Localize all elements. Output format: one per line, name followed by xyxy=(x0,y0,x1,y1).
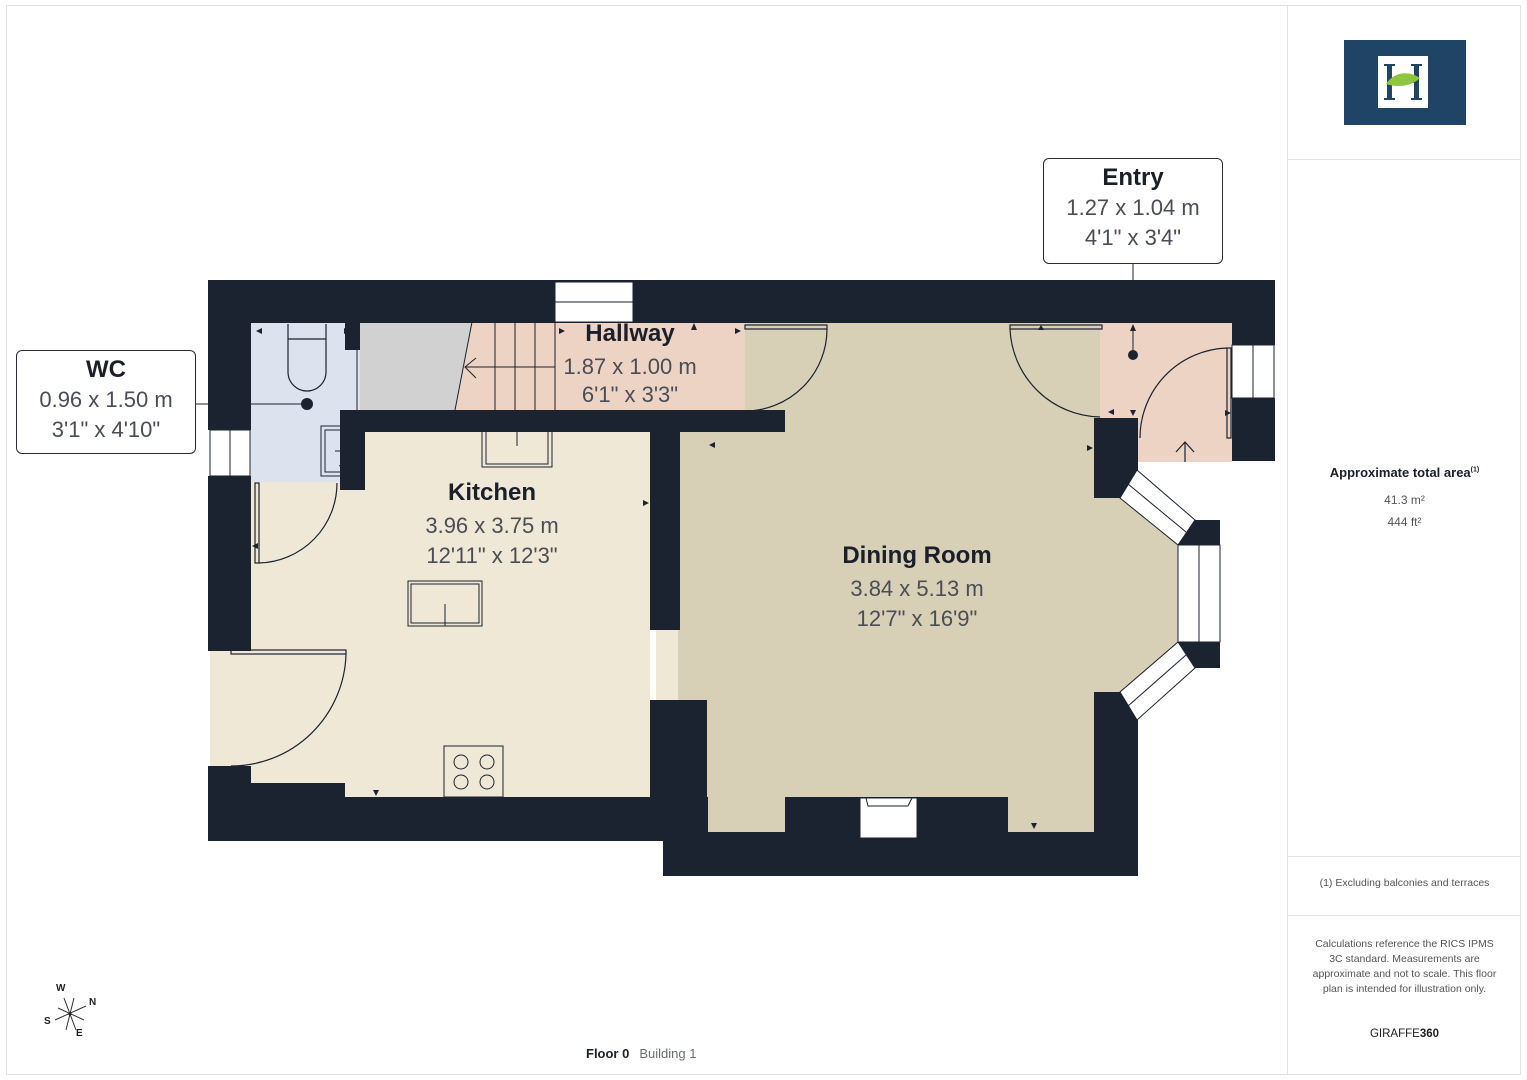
wc-marker xyxy=(301,398,313,410)
area-metric: 41.3 m² xyxy=(1384,493,1425,507)
room-imperial: 12'11" x 12'3" xyxy=(426,543,558,568)
compass-east: E xyxy=(76,1028,83,1039)
room-imperial: 6'1" x 3'3" xyxy=(581,382,679,407)
kitchen-floor-left xyxy=(210,650,255,766)
room-imperial: 3'1" x 4'10" xyxy=(51,417,161,442)
room-metric: 3.84 x 5.13 m xyxy=(850,576,984,601)
kitchen-island-icon xyxy=(407,580,483,627)
callout-wc: WC 0.96 x 1.50 m 3'1" x 4'10" xyxy=(16,350,196,454)
info-sidebar: Approximate total area(1) 41.3 m² 444 ft… xyxy=(1287,5,1521,1075)
compass-south: S xyxy=(44,1016,51,1027)
doors xyxy=(230,324,1232,767)
logo-mark xyxy=(1378,56,1428,108)
hob-icon xyxy=(443,745,504,798)
measurement-ticks xyxy=(252,323,1231,829)
room-name: Entry xyxy=(1102,164,1164,191)
kitchen-sink-icon xyxy=(481,424,553,468)
floor-name: Floor 0 xyxy=(586,1046,630,1061)
giraffe360-brand: GIRAFFE360 xyxy=(1369,1028,1440,1040)
room-metric: 1.87 x 1.00 m xyxy=(563,354,697,379)
room-name: Dining Room xyxy=(842,542,992,569)
area-imperial: 444 ft² xyxy=(1387,515,1422,529)
wc-basin-icon xyxy=(320,425,351,477)
room-metric: 3.96 x 3.75 m xyxy=(425,513,559,538)
room-label-hallway: Hallway 1.87 x 1.00 m 6'1" x 3'3" xyxy=(540,319,720,408)
disclaimer-text: Calculations reference the RICS IPMS 3C … xyxy=(1312,938,1497,995)
stairs xyxy=(455,322,745,418)
room-metric: 1.27 x 1.04 m xyxy=(1066,195,1200,220)
room-metric: 0.96 x 1.50 m xyxy=(39,387,173,412)
room-imperial: 4'1" x 3'4" xyxy=(1084,225,1182,250)
floor-label: Floor 0 Building 1 xyxy=(586,1046,696,1061)
area-footnote: (1) Excluding balconies and terraces xyxy=(1319,877,1490,889)
room-label-dining-room: Dining Room 3.84 x 5.13 m 12'7" x 16'9" xyxy=(797,541,1037,634)
windows xyxy=(209,281,1275,839)
stair-treads xyxy=(454,321,556,411)
room-name: WC xyxy=(86,356,126,383)
brand-logo xyxy=(1344,40,1466,125)
stairs-void xyxy=(360,322,472,410)
divider xyxy=(1288,159,1521,160)
building-name: Building 1 xyxy=(639,1046,697,1061)
h-leaf-icon xyxy=(1384,64,1422,100)
toilet-icon xyxy=(287,324,327,392)
room-label-kitchen: Kitchen 3.96 x 3.75 m 12'11" x 12'3" xyxy=(382,478,602,571)
area-title: Approximate total area(1) xyxy=(1329,465,1480,480)
room-name: Hallway xyxy=(585,320,675,347)
compass-north: N xyxy=(89,997,97,1008)
dining-floor xyxy=(678,322,1178,832)
kitchen-floor xyxy=(250,423,678,797)
divider xyxy=(1288,915,1521,916)
room-name: Kitchen xyxy=(447,479,536,506)
callout-entry: Entry 1.27 x 1.04 m 4'1" x 3'4" xyxy=(1043,158,1223,264)
compass-west: W xyxy=(56,983,66,994)
page-frame xyxy=(6,5,1521,1075)
walls xyxy=(208,280,1275,876)
entry-arrow-icon xyxy=(1175,441,1195,462)
entry-marker xyxy=(1128,350,1138,360)
floor-plan xyxy=(54,264,1275,1031)
room-imperial: 12'7" x 16'9" xyxy=(856,606,978,631)
divider xyxy=(1288,856,1521,857)
